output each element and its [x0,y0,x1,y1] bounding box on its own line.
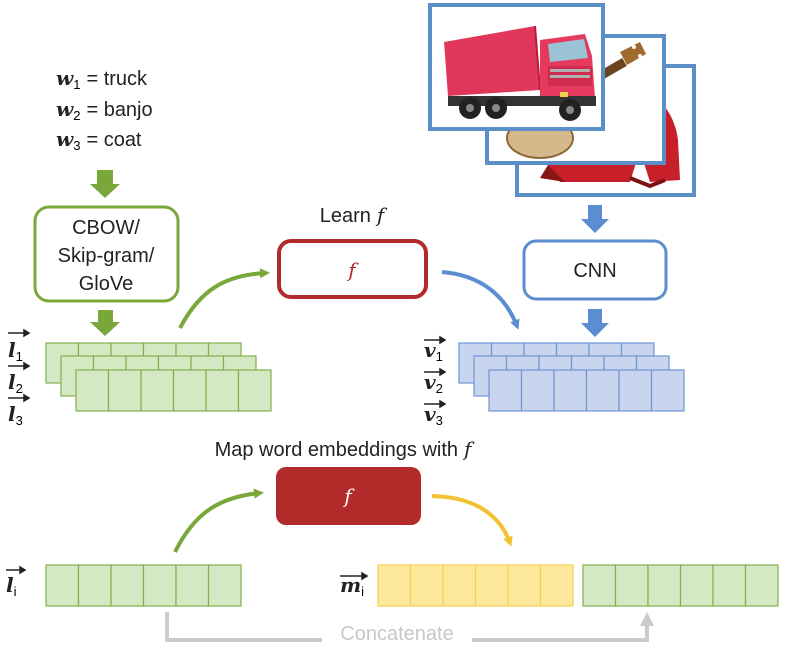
li-vector-cells-cell [175,564,210,607]
word-2: w2= banjo [56,97,153,123]
concat-vector-cells-cell [679,564,714,607]
v-3-vector [488,369,685,412]
li-vector-cells-cell [142,564,177,607]
li-label: li [6,573,17,599]
v-vector-labels: v1 v2 v3 [424,335,447,428]
embedding-model-line-1: CBOW/ [72,217,140,239]
l-3-vector-cell [107,369,142,412]
concat-vector-cells-cell [582,564,617,607]
li-vector-cells-cell [207,564,242,607]
l-1-label: l1 [8,338,23,364]
li-vector [45,564,242,607]
mi-arrow-accent [340,571,369,581]
l-3-vector-cell [205,369,240,412]
f-box-map [276,467,421,525]
concat-green-vector [582,564,779,607]
word-3: w3= coat [56,127,142,153]
word-list: w1= truck w2= banjo w3= coat [56,66,153,153]
concat-vector-cells-cell [744,564,779,607]
arrow-f-to-mi [431,494,513,547]
concat-vector-cells-cell [614,564,649,607]
v-3-vector-cell [520,369,555,412]
embedding-model-line-3: GloVe [79,273,133,295]
v-3-vector-cell [488,369,523,412]
word-1: w1= truck [56,66,148,92]
li-vector-cells [45,564,242,607]
cnn-box [522,239,668,301]
v-1-label: v1 [424,338,443,364]
concatenate-label: Concatenate [340,623,453,645]
arrow-embed-to-f [178,268,270,329]
mi-label: mi [340,573,364,599]
word-embedding-stack [45,342,272,412]
mi-vector-cells-cell [539,564,574,607]
mi-vector-cells-cell [442,564,477,607]
arrow-f-to-visual [441,270,520,330]
v-3-vector-cell [553,369,588,412]
arrow-li-to-f [173,488,264,553]
mi-vector-cells-cell [377,564,412,607]
concat-vector-cells [582,564,779,607]
cnn-label: CNN [573,260,616,282]
l-2-label: l2 [8,370,23,396]
arrow-down-model [90,310,120,336]
l-3-label: l3 [8,402,23,428]
l-3-vector-cell [237,369,272,412]
li-vector-cells-cell [45,564,80,607]
mi-vector-cells [377,564,574,607]
li-vector-cells-cell [110,564,145,607]
concatenate-arrowhead [640,612,654,626]
embedding-model-line-2: Skip-gram/ [58,245,155,267]
truck-icon [444,25,596,121]
f-box-learn [277,239,428,299]
mi-vector-cells-cell [507,564,542,607]
arrow-down-images [581,205,609,233]
image-stack [428,3,696,197]
concatenate-label-bg [322,622,472,648]
l-3-vector-cell [140,369,175,412]
concat-vector-cells-cell [712,564,747,607]
visual-embedding-stack [458,342,685,412]
l-3-vector [75,369,272,412]
li-vector-cells-cell [77,564,112,607]
v-3-vector-cell [585,369,620,412]
concat-vector-cells-cell [647,564,682,607]
v-3-vector-cell [618,369,653,412]
v-2-label: v2 [424,370,443,396]
v-3-label: v3 [424,402,443,428]
mi-vector-cells-cell [409,564,444,607]
arrow-down-words [90,170,120,198]
l-3-vector-cell [172,369,207,412]
l-vector-labels: l1 l2 l3 [8,328,31,428]
v-3-vector-cell [650,369,685,412]
mi-vector [377,564,574,607]
mi-vector-cells-cell [474,564,509,607]
l-3-vector-cell [75,369,110,412]
li-arrow-accent [6,565,27,575]
embedding-model-box [33,205,180,303]
arrow-down-cnn [581,309,609,337]
